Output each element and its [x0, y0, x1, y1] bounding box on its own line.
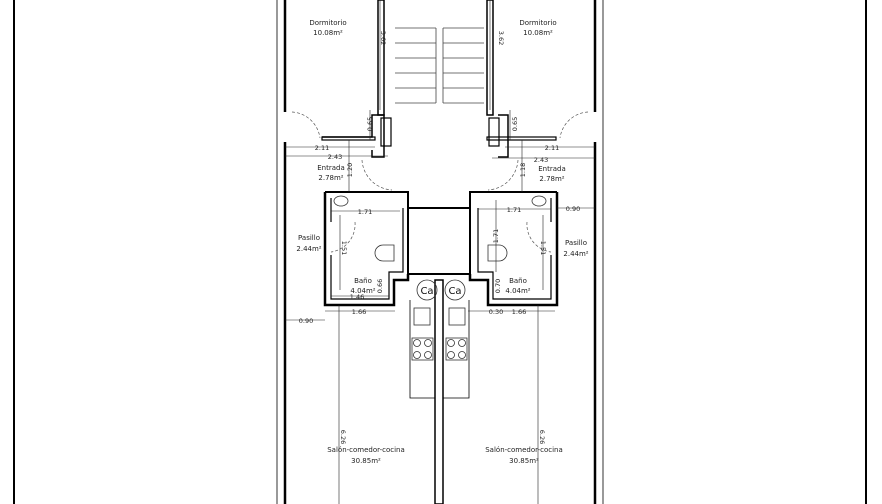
dimension-label: 6.26 — [339, 430, 347, 444]
room-area: 4.04m² — [350, 287, 375, 295]
dimension-label: 1.51 — [340, 241, 348, 255]
dimension-lines — [285, 0, 595, 504]
dimension-label: 2.11 — [315, 144, 329, 152]
dimension-label: 0.70 — [494, 279, 502, 293]
dimension-label: 1.71 — [492, 229, 500, 243]
dimension-label: 1.46 — [350, 293, 364, 301]
fridge-icon — [448, 307, 466, 326]
dimension-label: 1.71 — [358, 208, 372, 216]
dimension-label: 3.62 — [379, 31, 387, 45]
hob-icon — [445, 337, 468, 361]
sink-icon — [531, 195, 547, 207]
boiler-label: Ca — [448, 286, 461, 297]
boiler-label: Ca — [420, 286, 433, 297]
dimension-label: 1.71 — [507, 206, 521, 214]
dimension-label: 2.43 — [534, 156, 548, 164]
dimension-label: 1.66 — [352, 308, 366, 316]
dimension-label: 1.20 — [346, 163, 354, 177]
dimension-label: 3.62 — [497, 31, 505, 45]
dimension-label: 1.66 — [512, 308, 526, 316]
fridge-icon — [413, 307, 431, 326]
walls — [276, 0, 604, 504]
dimension-label: 2.11 — [545, 144, 559, 152]
fixtures — [333, 195, 547, 361]
dimension-label: 1.18 — [519, 163, 527, 177]
room-area: 10.08m² — [523, 29, 553, 37]
room-name: Pasillo — [298, 234, 320, 242]
toilet-icon — [374, 244, 395, 262]
room-name: Pasillo — [565, 239, 587, 247]
dimension-label: 0.66 — [376, 279, 384, 293]
stair-treads — [395, 27, 484, 104]
room-area: 2.78m² — [539, 175, 564, 183]
dimension-label: 2.43 — [328, 153, 342, 161]
dimension-label: 0.90 — [299, 317, 313, 325]
door-swings — [291, 111, 589, 253]
dimension-label: 6.26 — [538, 430, 546, 444]
room-name: Salón-comedor-cocina — [327, 446, 405, 454]
dimension-label: 0.30 — [489, 308, 503, 316]
dimension-label: 0.65 — [511, 117, 519, 131]
sink-icon — [333, 195, 349, 207]
room-name: Dormitorio — [309, 19, 346, 27]
toilet-icon — [487, 244, 508, 262]
room-name: Baño — [509, 277, 527, 285]
room-name: Dormitorio — [519, 19, 556, 27]
room-area: 2.44m² — [563, 250, 588, 258]
boiler-icon — [416, 279, 438, 301]
boiler-icon — [444, 279, 466, 301]
room-area: 2.44m² — [296, 245, 321, 253]
room-name: Baño — [354, 277, 372, 285]
room-area: 2.78m² — [318, 174, 343, 182]
room-name: Salón-comedor-cocina — [485, 446, 563, 454]
dimension-label: 1.51 — [539, 241, 547, 255]
dimension-label: 0.65 — [366, 117, 374, 131]
dimension-labels: 3.62 3.62 0.65 0.65 2.11 2.11 2.43 2.43 … — [299, 31, 580, 444]
room-area: 30.85m² — [509, 457, 539, 465]
room-name: Entrada — [538, 165, 566, 173]
room-area: 4.04m² — [505, 287, 530, 295]
room-area: 30.85m² — [351, 457, 381, 465]
room-area: 10.08m² — [313, 29, 343, 37]
hob-icon — [411, 337, 434, 361]
dimension-label: 0.90 — [566, 205, 580, 213]
room-name: Entrada — [317, 164, 345, 172]
